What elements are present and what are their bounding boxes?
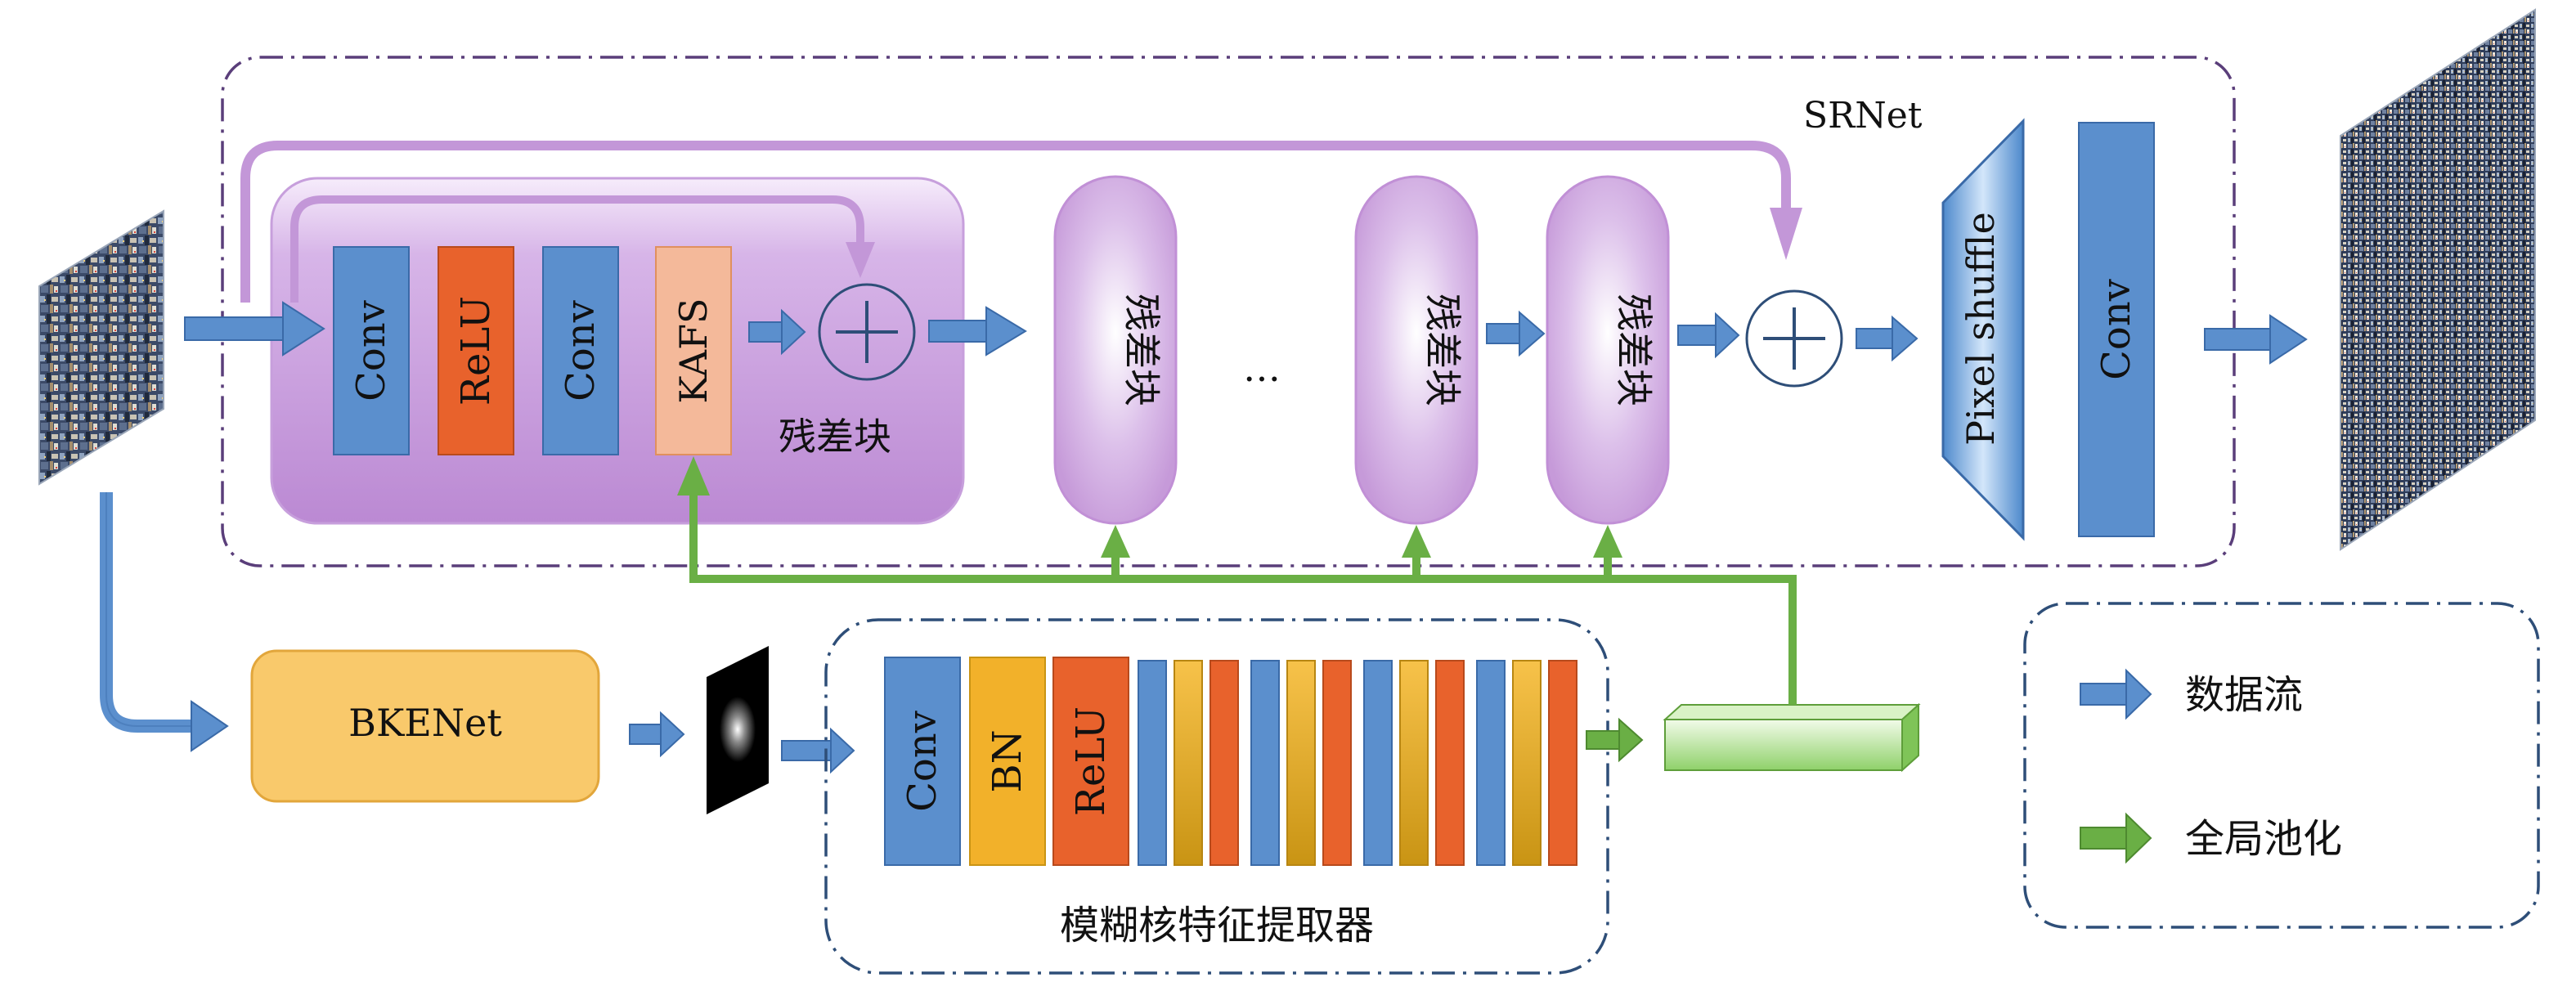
input-lr-image <box>38 209 164 486</box>
layer-bar <box>1286 660 1316 866</box>
kafs-label: KAFS <box>671 298 716 403</box>
residual-block-2 <box>1053 175 1178 525</box>
blur-kernel-glow <box>720 697 756 762</box>
conv-final-box <box>2078 122 2155 537</box>
extractor-conv-box <box>884 657 961 866</box>
layer-bar <box>1250 660 1280 866</box>
inner-add-node <box>818 283 916 381</box>
conv-1-label: Conv <box>348 300 394 401</box>
layer-bar <box>1363 660 1393 866</box>
extractor-repeated-layers <box>1138 660 1577 866</box>
layer-bar <box>1548 660 1577 866</box>
legend-data-flow-label: 数据流 <box>2185 672 2303 718</box>
layer-bar <box>1512 660 1542 866</box>
arrow-conv-to-output <box>2204 314 2308 365</box>
relu-label: ReLU <box>453 296 499 406</box>
green-arrowhead-kafs <box>677 456 710 495</box>
ellipsis: … <box>1243 346 1281 390</box>
layer-bar <box>1399 660 1429 866</box>
blur-extractor-label: 模糊核特征提取器 <box>1060 903 1374 948</box>
legend-container <box>2023 602 2540 929</box>
green-arrowhead-res3 <box>1402 525 1431 558</box>
bkenet-label: BKENet <box>348 701 502 745</box>
arrow-add-to-pixelshuffle <box>1856 315 1919 362</box>
outer-skip-arrowhead <box>1770 208 1802 260</box>
green-arrowhead-res2 <box>1101 525 1130 558</box>
inner-skip-arrowhead <box>846 242 875 278</box>
layer-bar <box>1174 660 1203 866</box>
residual-block-4-label: 残差块 <box>1612 294 1656 406</box>
arrow-kernel-to-extractor <box>781 727 855 774</box>
inner-skip-connection <box>290 195 864 303</box>
layer-bar <box>1435 660 1465 866</box>
conv-1-box <box>333 246 410 455</box>
legend-global-pool-arrow <box>2080 812 2152 864</box>
kafs-box <box>655 246 732 455</box>
outer-skip-connection <box>240 141 1791 303</box>
conv-final-label: Conv <box>2094 279 2139 380</box>
residual-block-label: 残差块 <box>779 415 891 459</box>
extractor-relu-label: ReLU <box>1068 706 1114 816</box>
residual-block-3-label: 残差块 <box>1420 294 1465 406</box>
layer-bar <box>1322 660 1352 866</box>
green-feedback-line <box>689 491 1797 705</box>
global-pool-vector <box>1663 702 1921 773</box>
bkenet-box <box>250 649 600 803</box>
extractor-conv-label: Conv <box>900 711 945 812</box>
extractor-bn-box <box>969 657 1046 866</box>
pixel-shuffle-block <box>1941 118 2025 541</box>
srnet-container <box>221 56 2236 567</box>
extractor-bn-label: BN <box>985 729 1030 792</box>
arrow-add-to-res2 <box>928 306 1027 356</box>
outer-add-node <box>1745 289 1843 388</box>
pixel-shuffle-label: Pixel shuffle <box>1959 212 2003 446</box>
conv-2-label: Conv <box>558 300 604 401</box>
layer-bar <box>1138 660 1167 866</box>
arrow-input-to-bkenet-head <box>191 700 229 752</box>
arrow-input-to-conv <box>184 301 325 356</box>
arrow-bkenet-to-kernel <box>629 711 685 758</box>
arrow-input-to-bkenet <box>100 492 193 733</box>
legend-data-flow-arrow <box>2080 668 2152 720</box>
blur-extractor-container <box>824 618 1609 975</box>
arrow-kafs-to-add <box>748 308 806 356</box>
residual-block-3 <box>1354 175 1479 525</box>
srnet-label: SRNet <box>1803 95 1923 137</box>
conv-2-box <box>542 246 619 455</box>
arrow-extractor-to-pool <box>1586 717 1644 763</box>
layer-bar <box>1476 660 1506 866</box>
relu-box <box>438 246 514 455</box>
output-hr-image <box>2340 8 2536 551</box>
legend-global-pool-label: 全局池化 <box>2185 816 2342 862</box>
green-arrowhead-res4 <box>1593 525 1622 558</box>
residual-block-2-label: 残差块 <box>1120 294 1164 406</box>
residual-block-4 <box>1546 175 1670 525</box>
arrow-res3-to-res4 <box>1486 310 1546 357</box>
extractor-relu-box <box>1052 657 1129 866</box>
layer-bar <box>1209 660 1239 866</box>
arrow-res4-to-add <box>1677 312 1740 359</box>
